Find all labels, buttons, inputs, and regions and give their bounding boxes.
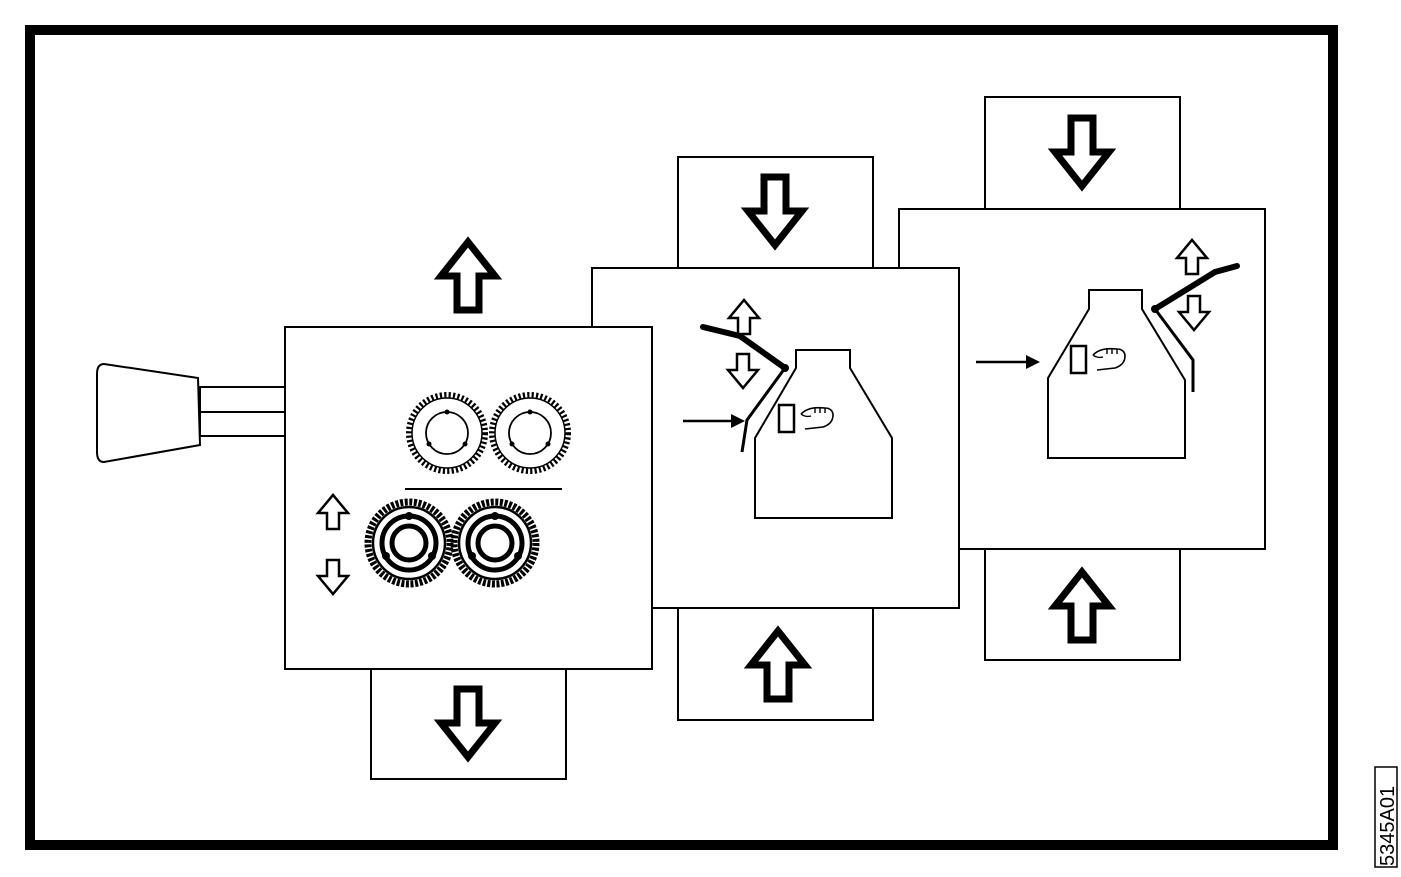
reference-code-label: 5345A01 <box>1374 766 1399 868</box>
guide-rail-icon <box>1151 263 1240 392</box>
gear-icon <box>489 392 571 474</box>
housing-shape <box>1047 289 1186 459</box>
guide-unit-middle-panel <box>591 156 960 721</box>
roller-icon <box>450 498 540 588</box>
svg-text:5345A01: 5345A01 <box>1377 786 1399 866</box>
roller-unit-panel <box>96 242 653 780</box>
handle-icon <box>96 362 291 464</box>
left-bottom-tab <box>370 667 567 780</box>
left-main-box <box>284 326 653 670</box>
gear-icon <box>406 392 488 474</box>
right-top-tab <box>984 96 1181 210</box>
feed-arrow-icon <box>683 414 745 428</box>
housing-shape <box>754 349 893 519</box>
guide-rail-icon <box>700 324 789 453</box>
feed-arrow-icon <box>976 355 1040 369</box>
roller-icon <box>364 498 454 588</box>
middle-bottom-tab <box>677 606 874 721</box>
